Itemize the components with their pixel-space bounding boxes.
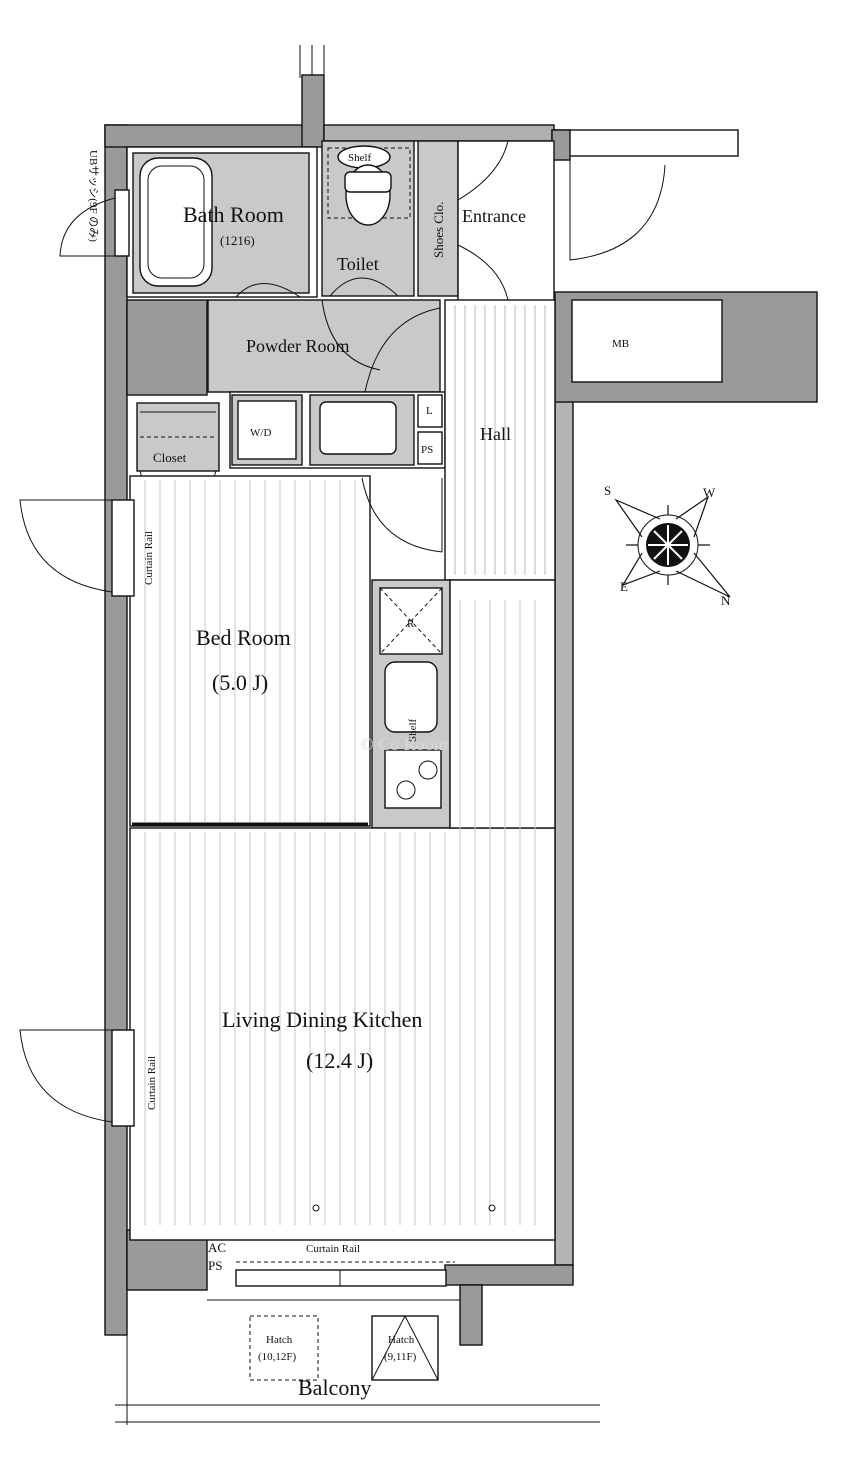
ub-sash: UBサッシ(9F のみ) [59, 150, 130, 257]
hatch1-floors-label: (10,12F) [258, 1351, 297, 1363]
hall-label: Hall [480, 424, 511, 444]
l-label: L [426, 405, 433, 417]
wd-label: W/D [250, 427, 271, 439]
compass-n: N [721, 593, 731, 608]
curtain-rail-3-label: Curtain Rail [306, 1243, 360, 1255]
ldk-window: Curtain Rail [19, 1029, 158, 1127]
ps-label: PS [421, 444, 433, 456]
compass-s: S [604, 483, 611, 498]
shelf-top-label: Shelf [348, 152, 372, 164]
bath-room-label: Bath Room [183, 202, 284, 227]
hall: Hall [444, 299, 556, 581]
mb-label: MB [612, 338, 629, 350]
ub-note-label: UBサッシ(9F のみ) [87, 150, 100, 242]
powder-room: Powder Room [207, 299, 441, 393]
ac-ps: AC PS Curtain Rail [208, 1240, 455, 1287]
r-label: R [407, 618, 415, 630]
utility-row: W/D L PS [229, 391, 446, 469]
ps2-label: PS [208, 1258, 222, 1273]
curtain-rail-2-label: Curtain Rail [146, 1056, 158, 1110]
toilet-room: Shelf Toilet [321, 140, 415, 297]
shelf-kitchen-label: Shelf [407, 718, 419, 742]
curtain-rail-1-label: Curtain Rail [143, 531, 155, 585]
entrance-label: Entrance [462, 206, 526, 226]
hatch1-label: Hatch [266, 1334, 293, 1346]
shoes-closet: Shoes Clo. [417, 140, 459, 297]
hatch2-floors-label: (9,11F) [384, 1351, 417, 1363]
compass-w: W [703, 485, 716, 500]
ac-label: AC [208, 1240, 226, 1255]
kitchen: R Shelf [371, 579, 552, 829]
compass-e: E [620, 579, 628, 594]
mb-area: MB [554, 291, 818, 403]
powder-room-label: Powder Room [246, 336, 350, 356]
watermark: © Co Room [360, 734, 448, 754]
living-dining-kitchen: Living Dining Kitchen (12.4 J) [129, 579, 556, 1241]
shoes-clo-label: Shoes Clo. [431, 202, 446, 258]
top-pipe [299, 45, 325, 78]
entrance: Entrance [457, 140, 666, 302]
bed-room: Bed Room (5.0 J) [129, 475, 443, 827]
bed-room-label: Bed Room [196, 625, 291, 650]
ldk-size-label: (12.4 J) [306, 1048, 373, 1073]
balcony: Hatch (10,12F) Hatch (9,11F) Balcony [115, 1290, 600, 1425]
compass-rose-icon: S W E N [604, 483, 731, 608]
bath-size-label: (1216) [220, 233, 255, 248]
closet-label: Closet [153, 450, 187, 465]
bath-room: Bath Room (1216) [126, 146, 318, 298]
toilet-label: Toilet [337, 254, 379, 274]
bedroom-window: Curtain Rail [19, 499, 155, 597]
ldk-label: Living Dining Kitchen [222, 1007, 422, 1032]
balcony-label: Balcony [298, 1375, 371, 1400]
hatch2-label: Hatch [388, 1334, 415, 1346]
bed-size-label: (5.0 J) [212, 670, 268, 695]
